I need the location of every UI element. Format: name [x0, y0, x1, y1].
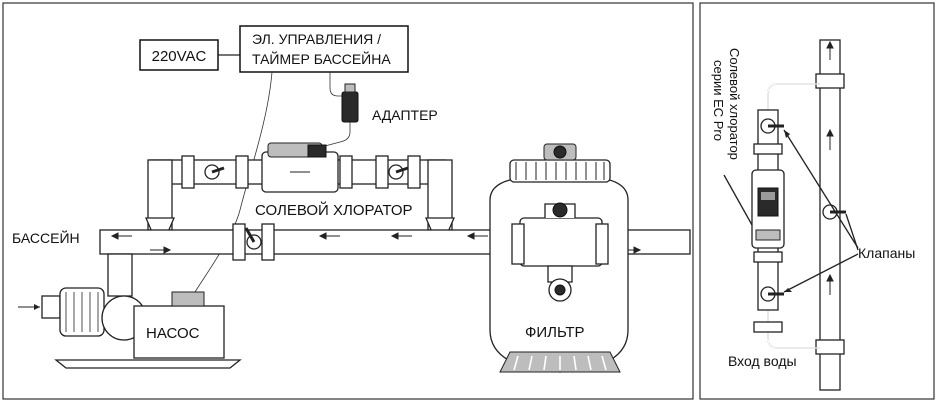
vert-union-bottom [815, 339, 845, 355]
bypass-union-lower [753, 321, 783, 333]
pump-junction-box [171, 291, 205, 307]
chlorinator-vertical-label-line2: серии EC Pro [711, 60, 726, 141]
adapter-plug [344, 83, 356, 93]
pump-riser [107, 253, 133, 297]
water-inlet-label: Вход воды [728, 353, 797, 369]
filter-lid-ribs [515, 162, 605, 180]
left-panel-frame [2, 2, 694, 400]
pump-base [54, 359, 242, 369]
power-label: 220VAC [152, 48, 207, 65]
valve-leader-middle [845, 213, 859, 251]
filter-lid [509, 159, 611, 183]
adapter-cable [309, 122, 351, 151]
valve-leader-top-head [784, 130, 790, 138]
control-timer-box [239, 25, 409, 73]
filter-union-left [511, 223, 525, 265]
valve-leader-bottom [783, 253, 859, 293]
valve-main-handle [244, 227, 256, 243]
valve-leader-bottom-head [784, 288, 792, 292]
valves-label: Клапаны [858, 245, 915, 261]
pump-inlet [41, 295, 61, 319]
chlorinator-cap [307, 144, 327, 158]
main-union-left [232, 223, 246, 261]
vertical-flow-arrows [826, 40, 834, 295]
bypass-top-inner [767, 83, 820, 140]
valve-leader-top [783, 129, 859, 249]
filter-gauge [553, 145, 567, 159]
control-label-line1: ЭЛ. УПРАВЛЕНИЯ / [252, 31, 381, 47]
chlorinator-leader-line [723, 174, 753, 226]
pump-label: НАСОС [146, 325, 200, 342]
bypass-bottom-inner [767, 300, 820, 349]
union-3 [339, 155, 353, 189]
multiport-valve [519, 217, 603, 267]
adapter-box [341, 91, 359, 123]
chlorinator-vertical-label-line1: Солевой хлоратор [727, 48, 742, 160]
filter-stand-ribs [513, 355, 607, 371]
power-box [139, 39, 219, 71]
union-5 [407, 155, 421, 189]
filter-union-right [595, 223, 609, 265]
bypass-union-bottom [753, 251, 783, 263]
union-2 [235, 155, 249, 189]
right-panel-frame [699, 2, 935, 400]
salt-chlorinator-label: СОЛЕВОЙ ХЛОРАТОР [255, 201, 413, 219]
valve-bypass-left-handle [211, 166, 225, 174]
bypass-union-top [753, 143, 783, 155]
pump-strainer-ribs [65, 292, 99, 332]
adapter-label: АДАПТЕР [372, 107, 438, 123]
adapter-wire [329, 72, 348, 97]
vert-union-top [815, 73, 845, 89]
pump-wire [189, 71, 273, 301]
multiport-handle [552, 202, 568, 218]
control-label-line2: ТАЙМЕР БАССЕЙНА [252, 50, 391, 67]
flow-arrows [110, 232, 642, 254]
vertical-chlorinator-cap [755, 229, 781, 241]
valve-bypass-right-handle [395, 166, 409, 174]
union-4 [375, 155, 389, 189]
main-union-right [261, 223, 275, 261]
pool-label: БАССЕЙН [12, 229, 80, 246]
union-1 [181, 155, 195, 189]
filter-label: ФИЛЬТР [525, 324, 585, 341]
pump-inlet-arrow-head [34, 304, 40, 310]
drain-cap [554, 284, 566, 296]
vertical-chlorinator-screen [761, 192, 775, 200]
